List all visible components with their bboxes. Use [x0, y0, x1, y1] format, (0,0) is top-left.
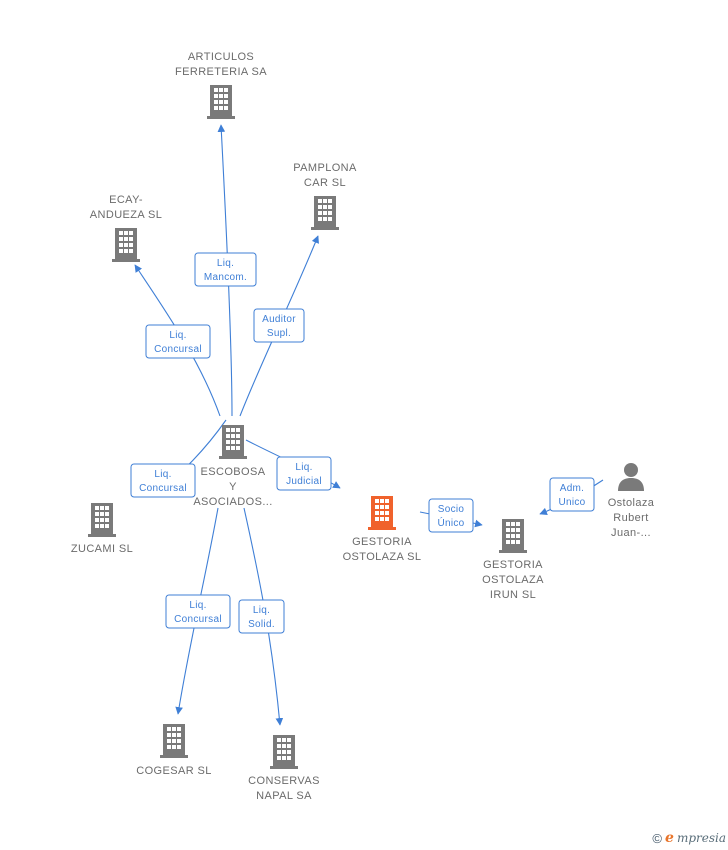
copyright-icon: © — [652, 830, 663, 846]
edge-label-text: Judicial — [286, 476, 322, 487]
edge-escobosa-conservas: Liq. Solid. — [238, 507, 285, 726]
edge-label-box[interactable] — [145, 324, 211, 359]
node-label[interactable]: FERRETERIA SA — [175, 66, 267, 78]
edge-label-box[interactable] — [130, 463, 196, 498]
node-label[interactable]: GESTORIA — [352, 536, 412, 548]
person-icon[interactable] — [618, 463, 644, 491]
edge-label-text: Solid. — [248, 619, 275, 630]
node-label[interactable]: COGESAR SL — [136, 765, 212, 777]
brand-name: mpresia — [676, 831, 726, 845]
edge-escobosa-ecay: Liq. Concursal — [134, 264, 221, 417]
edge-label-box[interactable] — [238, 599, 285, 634]
building-icon[interactable] — [207, 85, 235, 119]
building-icon[interactable] — [499, 519, 527, 553]
node-label[interactable]: GESTORIA — [483, 559, 543, 571]
nodes-layer: ARTICULOS FERRETERIA SA PAMPLONA CAR SL ECAY… — [71, 51, 655, 802]
node-zucami[interactable]: ZUCAMI SL — [71, 503, 133, 555]
building-icon[interactable] — [270, 735, 298, 769]
edge-label-text: Socio — [438, 504, 465, 515]
node-ecay[interactable]: ECAY- ANDUEZA SL — [90, 194, 162, 262]
edge-escobosa-cogesar: Liq. Concursal — [165, 507, 231, 715]
edge-label-text: Concursal — [174, 614, 222, 625]
edge-label-text: Unico — [558, 497, 585, 508]
node-gestoria[interactable]: GESTORIA OSTOLAZA SL — [343, 496, 422, 563]
edge-escobosa-gestoria: Liq. Judicial — [245, 439, 341, 491]
building-icon[interactable] — [368, 496, 396, 530]
edge-label-text: Único — [437, 516, 464, 529]
edge-label-text: Concursal — [154, 344, 202, 355]
node-label[interactable]: ANDUEZA SL — [90, 209, 162, 221]
node-cogesar[interactable]: COGESAR SL — [136, 724, 212, 777]
building-icon[interactable] — [160, 724, 188, 758]
edge-label-text: Liq. — [189, 600, 206, 611]
edge-label-text: Mancom. — [204, 272, 247, 283]
node-articulos[interactable]: ARTICULOS FERRETERIA SA — [175, 51, 267, 119]
node-label[interactable]: ASOCIADOS... — [193, 496, 272, 508]
node-label[interactable]: Y — [229, 481, 237, 493]
node-label[interactable]: CAR SL — [304, 177, 346, 189]
node-gestoria_irun[interactable]: GESTORIA OSTOLAZA IRUN SL — [482, 519, 544, 601]
building-icon[interactable] — [311, 196, 339, 230]
node-label[interactable]: OSTOLAZA SL — [343, 551, 422, 563]
edge-label-text: Auditor — [262, 314, 296, 325]
node-conservas[interactable]: CONSERVAS NAPAL SA — [248, 735, 320, 802]
node-ostolaza[interactable]: OstolazaRubertJuan-... — [608, 463, 655, 539]
node-label[interactable]: CONSERVAS — [248, 775, 320, 787]
edge-label-box[interactable] — [549, 477, 595, 512]
edge-label-box[interactable] — [194, 252, 257, 287]
node-label[interactable]: OSTOLAZA — [482, 574, 544, 586]
node-label[interactable]: IRUN SL — [490, 589, 536, 601]
edge-label-box[interactable] — [253, 308, 305, 343]
edge-ostolaza-gestoria_irun: Adm. Unico — [539, 477, 604, 515]
edge-label-box[interactable] — [276, 456, 332, 491]
edge-label-text: Liq. — [217, 258, 234, 269]
edge-label-box[interactable] — [165, 594, 231, 629]
node-label[interactable]: Ostolaza — [608, 497, 655, 509]
edge-label-text: Liq. — [253, 605, 270, 616]
node-label[interactable]: ECAY- — [109, 194, 143, 206]
edge-label-text: Concursal — [139, 483, 187, 494]
edge-label-text: Liq. — [295, 462, 312, 473]
node-label[interactable]: ZUCAMI SL — [71, 543, 133, 555]
building-icon[interactable] — [112, 228, 140, 262]
edge-label-box[interactable] — [428, 498, 474, 533]
node-label[interactable]: NAPAL SA — [256, 790, 312, 802]
node-label[interactable]: ESCOBOSA — [201, 466, 266, 478]
node-label[interactable]: Rubert — [613, 512, 648, 524]
edge-escobosa-zucami: Liq. Concursal — [130, 419, 227, 498]
edge-escobosa-articulos: Liq. Mancom. — [194, 124, 257, 417]
edge-label-text: Liq. — [154, 469, 171, 480]
node-label[interactable]: PAMPLONA — [293, 162, 357, 174]
edge-label-text: Supl. — [267, 328, 291, 339]
building-icon[interactable] — [219, 425, 247, 459]
node-pamplona[interactable]: PAMPLONA CAR SL — [293, 162, 357, 230]
brand-initial: e — [665, 830, 674, 846]
node-escobosa[interactable]: ESCOBOSA Y ASOCIADOS... — [193, 425, 272, 508]
node-label[interactable]: Juan-... — [611, 527, 651, 539]
building-icon[interactable] — [88, 503, 116, 537]
edge-label-text: Liq. — [169, 330, 186, 341]
edges-layer: Liq.Mancom.AuditorSupl.Liq.ConcursalLiq.… — [130, 124, 604, 726]
edge-label-text: Adm. — [560, 483, 585, 494]
node-label[interactable]: ARTICULOS — [188, 51, 254, 63]
